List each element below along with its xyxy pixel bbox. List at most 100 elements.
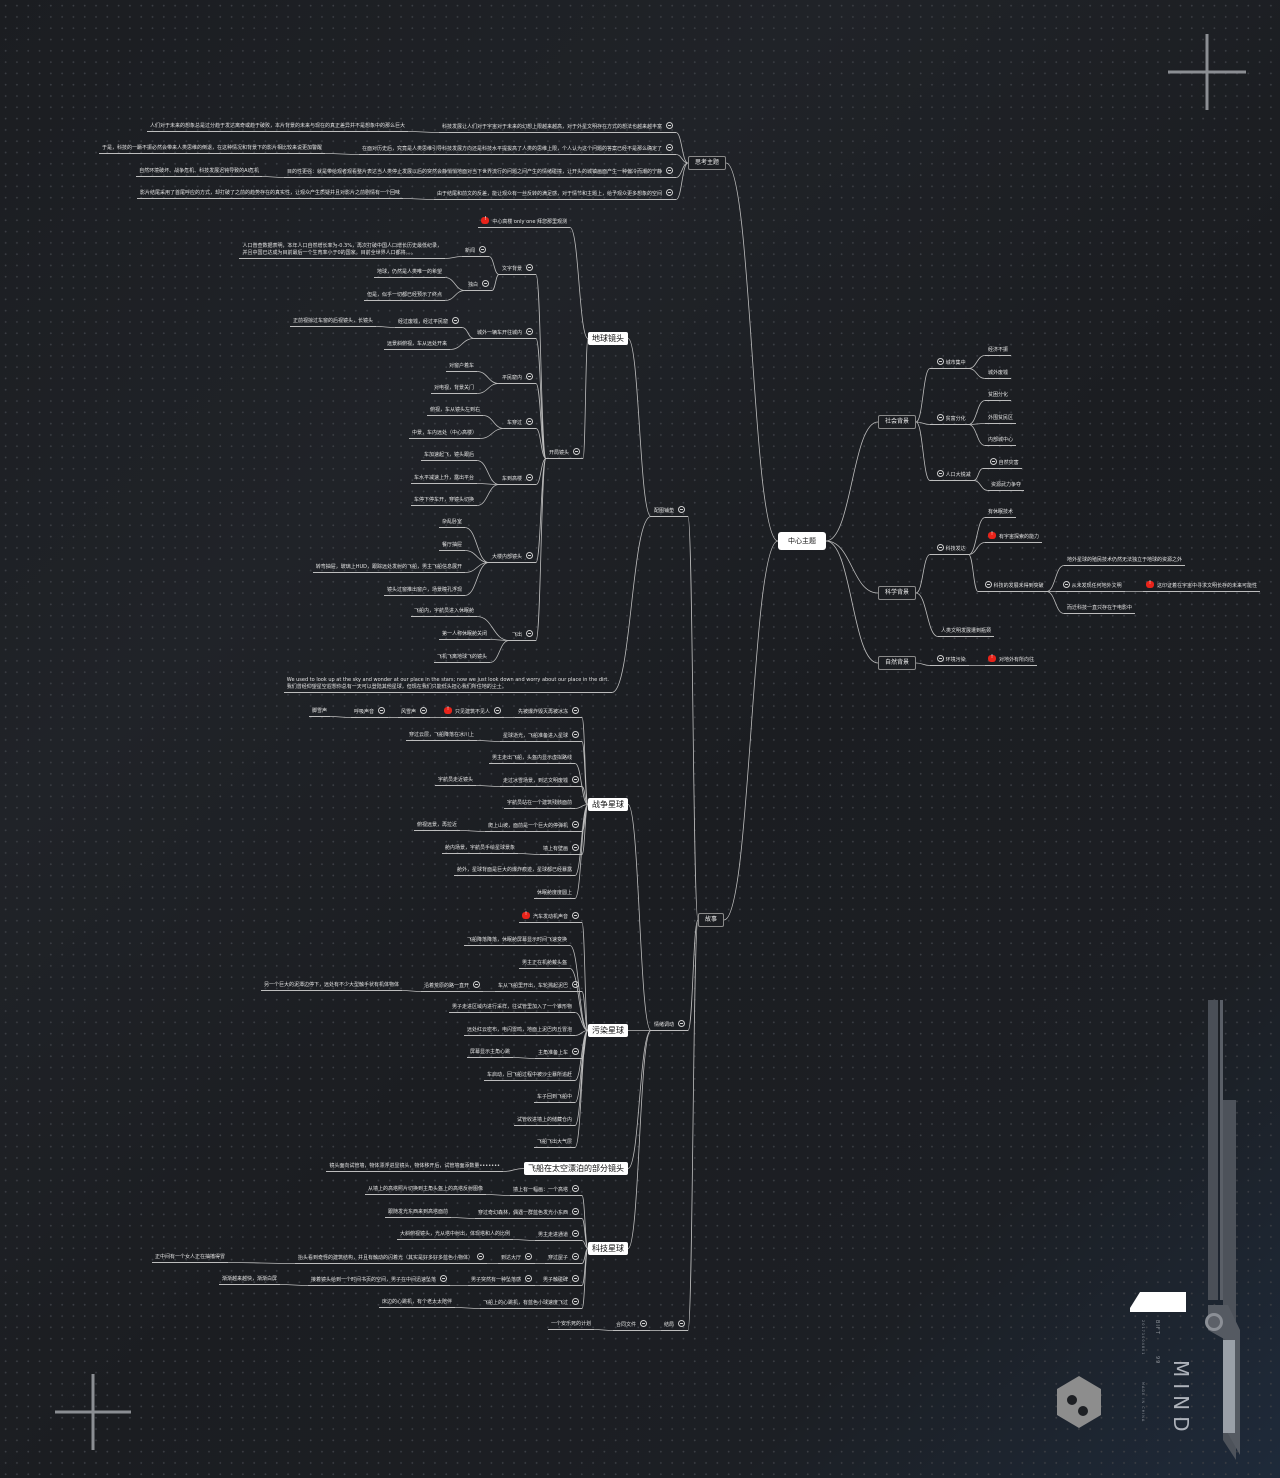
collapse-icon[interactable] — [572, 1185, 579, 1192]
topic-nature-background[interactable]: 自然背景 — [878, 656, 917, 670]
mindmap-node[interactable]: 宇航员走近镜头 — [434, 777, 476, 786]
mindmap-node[interactable]: 呼吸声音 — [350, 707, 388, 718]
mindmap-node[interactable]: 俯视远景，再拉近 — [413, 822, 460, 831]
mindmap-node[interactable]: 车到高楼 — [498, 474, 536, 485]
mindmap-node[interactable]: 屏幕显示主角心跳 — [466, 1049, 513, 1058]
mindmap-node[interactable]: 只见建筑不见人 — [440, 706, 504, 718]
collapse-icon[interactable] — [526, 552, 533, 559]
collapse-icon[interactable] — [479, 246, 486, 253]
mindmap-node[interactable]: 男子突然有一种坠落感 — [467, 1275, 535, 1286]
mindmap-node[interactable]: 有休眠技术 — [985, 509, 1017, 518]
mindmap-node[interactable]: 环境污染 — [930, 655, 969, 666]
collapse-icon[interactable] — [678, 1020, 685, 1027]
mindmap-node[interactable]: 城市集中 — [930, 358, 969, 369]
mindmap-node[interactable]: 抬头看到奇怪的建筑结构，并且有触动的闪着光（其实是好多好多蓝色小物体） — [294, 1253, 487, 1264]
collapse-icon[interactable] — [666, 122, 673, 129]
topic-story[interactable]: 故事 — [697, 913, 724, 927]
collapse-icon[interactable] — [572, 1275, 579, 1282]
topic-social-background[interactable]: 社会背景 — [878, 415, 917, 429]
collapse-icon[interactable] — [640, 1320, 647, 1327]
mindmap-node[interactable]: 休眠舱度度圆上 — [533, 890, 575, 899]
collapse-icon[interactable] — [985, 581, 992, 588]
collapse-icon[interactable] — [937, 655, 944, 662]
mindmap-node[interactable]: 从墙上的高塔照片切换到主角头盔上的高塔反射图像 — [364, 1186, 486, 1195]
mindmap-node[interactable]: 男子走进区域内进行采样，往试管里加入了一个锥形物 — [448, 1004, 575, 1013]
collapse-icon[interactable] — [572, 707, 579, 714]
mindmap-node[interactable]: 宇航员站在一个建筑残骸面前 — [503, 800, 575, 809]
mindmap-node[interactable]: 餐厅抽屉 — [438, 542, 465, 551]
collapse-icon[interactable] — [572, 981, 579, 988]
mindmap-node[interactable]: 飞机飞离地球飞的镜头 — [433, 654, 490, 663]
mindmap-node[interactable]: 墙上有壁画 — [539, 844, 582, 855]
mindmap-node[interactable]: 车穿过 — [503, 418, 536, 429]
collapse-icon[interactable] — [572, 1048, 579, 1055]
collapse-icon[interactable] — [572, 731, 579, 738]
mindmap-node[interactable]: 新闻 — [461, 246, 489, 257]
collapse-icon[interactable] — [572, 1253, 579, 1260]
mindmap-node[interactable]: 文字背景 — [498, 264, 536, 275]
collapse-icon[interactable] — [937, 470, 944, 477]
mindmap-node[interactable]: 男主正在机舱戴头盔 — [518, 960, 570, 969]
mindmap-node[interactable]: 地球，仍然是人类唯一的希望 — [373, 269, 445, 278]
mindmap-node[interactable]: 对地外有所向往 — [985, 654, 1038, 666]
mindmap-node[interactable]: 资源武力争夺 — [988, 482, 1025, 491]
mindmap-node[interactable]: 人口大锐减 — [930, 470, 974, 481]
central-topic[interactable]: 中心主题 — [778, 532, 826, 550]
mindmap-node[interactable]: 星球逝光，飞船准备进入星球 — [499, 731, 582, 742]
collapse-icon[interactable] — [678, 1320, 685, 1327]
mindmap-node[interactable]: 于是，科技的一蹶不振必然会带来人类思维的倒退，在这种情况和背景下的影片相比较来说… — [98, 145, 325, 154]
mindmap-node[interactable]: 另一个巨大的泥潭边停下，远处有不少大型触手状有机体物体 — [260, 982, 402, 991]
mindmap-node[interactable]: 中景，车内远处（中心高楼） — [408, 430, 480, 439]
mindmap-node[interactable]: 杂乱卧室 — [438, 519, 465, 528]
mindmap-node[interactable]: 飞船降落降落，休眠舱屏幕显示时间飞速变换 — [463, 937, 570, 946]
mindmap-node[interactable]: 车启动，回飞船过程中被沙尘暴所追赶 — [483, 1072, 575, 1081]
collapse-icon[interactable] — [572, 844, 579, 851]
mindmap-node[interactable]: 自然灾害 — [983, 458, 1022, 469]
collapse-icon[interactable] — [572, 821, 579, 828]
mindmap-node[interactable]: 城外废墟 — [985, 370, 1012, 379]
collapse-icon[interactable] — [452, 317, 459, 324]
mindmap-node[interactable]: 对电视，背景关门 — [430, 385, 477, 394]
mindmap-node[interactable]: 目的性更强：就是带给观者观看整片表达当人类停止发展以后的突然会静悄悄地面对当下世… — [283, 167, 676, 178]
mindmap-node[interactable]: 舱内场景，宇航员手绘星球景象 — [441, 845, 518, 854]
collapse-icon[interactable] — [378, 707, 385, 714]
collapse-icon[interactable] — [572, 1298, 579, 1305]
collapse-icon[interactable] — [526, 373, 533, 380]
mindmap-node[interactable]: 飞船内，宇航员进入休眠舱 — [410, 608, 477, 617]
mindmap-node[interactable]: 人们对于未来的想象总是过分趋于发达离奇或趋于破败，本片背景的未来与现在的真正差异… — [146, 123, 408, 132]
mindmap-node[interactable]: 车加速起飞，镜头跟后 — [420, 452, 477, 461]
mindmap-node[interactable]: 经过废墟，经过平民窟 — [394, 317, 462, 328]
mindmap-node[interactable]: 男子触碰碑 — [539, 1275, 582, 1286]
mindmap-node[interactable]: 爬上山坡，面前是一个巨大的停弹机 — [484, 821, 582, 832]
mindmap-node[interactable]: 正中间有一个女人正在抽搐得冒 — [151, 1254, 228, 1263]
mindmap-node[interactable]: 穿过奇幻森林，偶遇一群蓝色发光小东西 — [474, 1208, 582, 1219]
mindmap-node[interactable]: 科技的发展未得到突破 — [978, 581, 1047, 592]
mindmap-node[interactable]: 正前视掠过车窗的后视镜头，长镜头 — [289, 318, 376, 327]
collapse-icon[interactable] — [990, 458, 997, 465]
collapse-icon[interactable] — [1063, 581, 1070, 588]
mindmap-node[interactable]: 城外一辆车开往城内 — [473, 328, 536, 339]
collapse-icon[interactable] — [525, 1275, 532, 1282]
mindmap-node[interactable]: 贫困分化 — [985, 392, 1012, 401]
mindmap-node[interactable]: 独白 — [464, 280, 492, 291]
mindmap-node[interactable]: 汽车发动机声音 — [518, 911, 582, 923]
mindmap-node[interactable]: 远景斜俯视，车从远处开来 — [383, 341, 450, 350]
mindmap-node[interactable]: 但是，似乎一切都已经预示了终点 — [363, 292, 445, 301]
mindmap-node[interactable]: 转弯抽屉，玻璃上HUD，跟踪远处发射的飞船，男主飞船信息展开 — [312, 564, 465, 573]
mindmap-node[interactable]: 在面对历史后，究竟是人类思维引导科技发展方向还是科技水平提拔高了人类的思维上限，… — [358, 144, 676, 155]
mindmap-node[interactable]: 科技发展让人们对于宇宙对于未来的幻想上限越来越高，对于外星文明存在方式的想法也越… — [438, 122, 676, 133]
mindmap-node[interactable]: 飞船飞出大气层 — [533, 1139, 575, 1148]
collapse-icon[interactable] — [526, 264, 533, 271]
mindmap-node[interactable]: 结局 — [660, 1320, 688, 1331]
mindmap-node[interactable]: 有宇宙探索的能力 — [985, 531, 1043, 543]
mindmap-node[interactable]: 脚雪声 — [308, 708, 330, 717]
mindmap-node[interactable]: 影片结尾采用了首尾呼应的方式，却打破了之前的趋势存在的真实性，让观众产生质疑并且… — [136, 190, 403, 199]
mindmap-node[interactable]: 镜头过窗推出窗户，场景瞳孔浮现 — [383, 587, 465, 596]
topic-earth-shots[interactable]: 地球镜头 — [588, 332, 628, 345]
mindmap-node[interactable]: 车水平减速上升，露出平台 — [410, 475, 477, 484]
mindmap-node[interactable]: 镜头面向试管墙，物体漂浮进显镜头，物体移开后，试管墙面添数量••••••• — [326, 1163, 503, 1172]
mindmap-node[interactable]: 到达大厅 — [497, 1253, 535, 1264]
mindmap-node[interactable]: 人口普查数据表明，本年人口自然增长率为-0.3%，再次打破中国人口增长历史最低纪… — [239, 243, 445, 259]
mindmap-node[interactable]: 试管收进墙上的储藏仓内 — [513, 1117, 575, 1126]
mindmap-node[interactable]: 自然环境破坏、战争危机、科技发展迟钝导致的AI危机 — [136, 168, 262, 177]
